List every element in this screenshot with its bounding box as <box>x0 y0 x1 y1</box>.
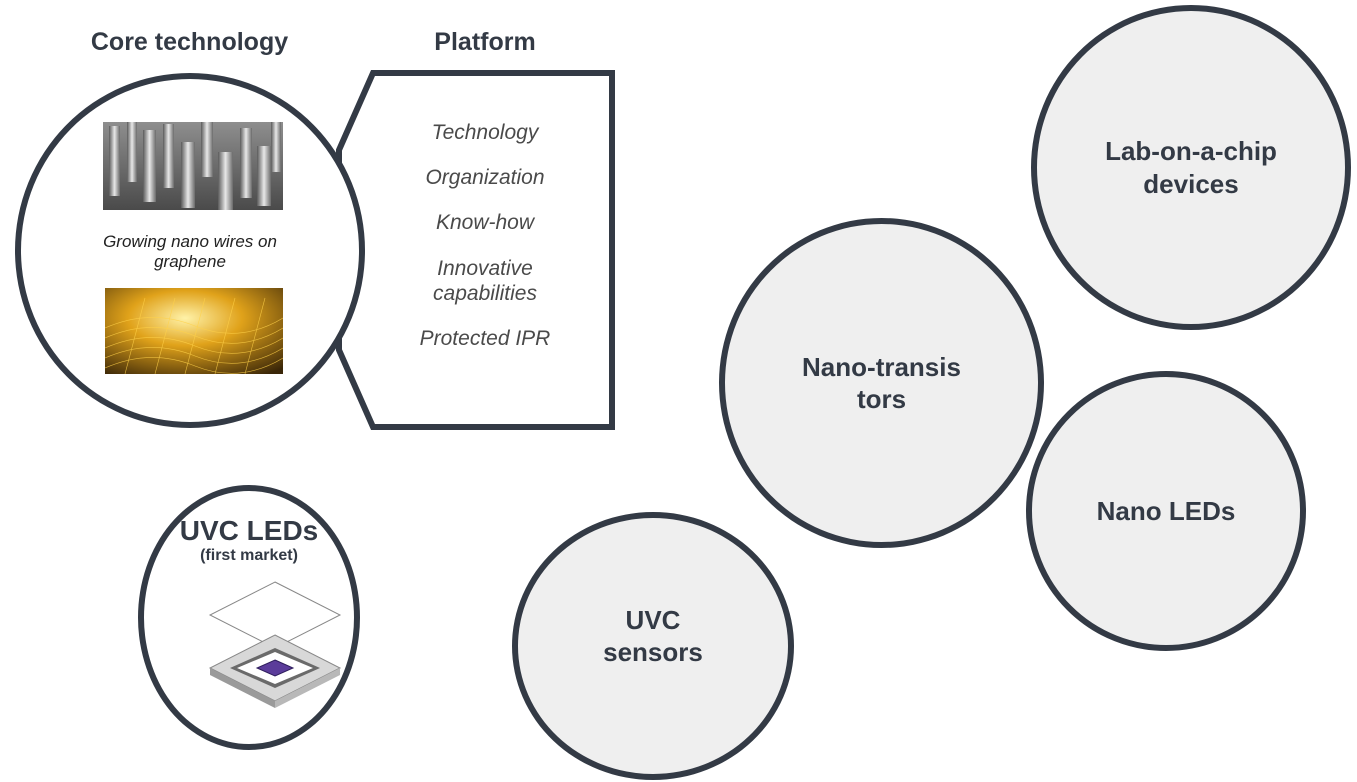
nanowire-image <box>103 122 283 210</box>
uvc-sensors-label: UVC sensors <box>603 604 703 668</box>
uvc-leds-subtitle: (first market) <box>200 546 298 564</box>
platform-item: Protected IPR <box>419 326 551 350</box>
nano-leds-circle: Nano LEDs <box>1026 371 1306 651</box>
platform-items: Technology Organization Know-how Innovat… <box>380 120 590 371</box>
uvc-leds-title: UVC LEDs <box>179 515 319 546</box>
lab-on-a-chip-label: Lab-on-a-chip devices <box>1105 136 1277 199</box>
platform-item: Organization <box>425 166 545 190</box>
platform-item: Innovative capabilities <box>433 256 537 305</box>
core-caption: Growing nano wires on graphene <box>103 232 277 272</box>
uvc-led-package-icon <box>208 581 342 708</box>
core-technology-heading: Core technology <box>90 28 289 56</box>
nano-leds-label: Nano LEDs <box>1096 495 1236 526</box>
graphene-image <box>105 288 283 374</box>
platform-box <box>336 70 615 430</box>
platform-item: Know-how <box>435 211 535 235</box>
uvc-sensors-circle: UVC sensors <box>512 512 794 780</box>
nano-transistors-circle: Nano-transistors <box>719 218 1044 548</box>
lab-on-a-chip-circle: Lab-on-a-chip devices <box>1031 5 1351 330</box>
platform-item: Technology <box>431 121 539 144</box>
nano-transistors-label: Nano-transistors <box>802 351 961 415</box>
platform-heading: Platform <box>434 28 536 56</box>
